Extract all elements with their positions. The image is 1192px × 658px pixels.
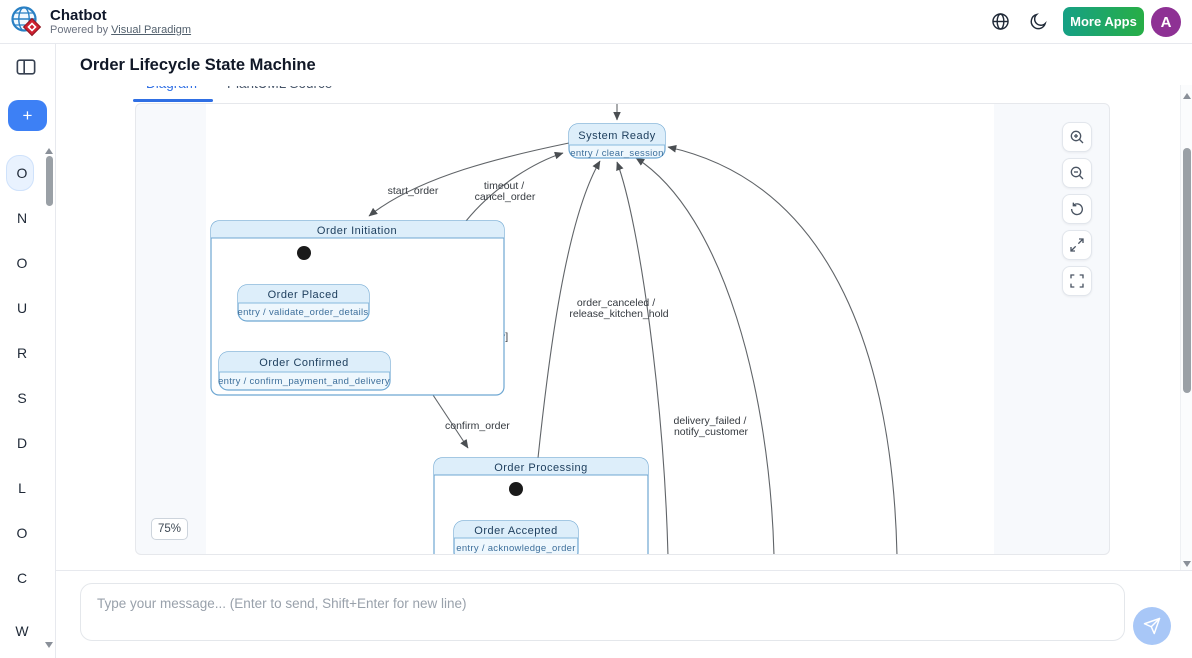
chat-list-item[interactable]: O xyxy=(0,161,44,185)
sidebar: + O N O U R S D L O C W xyxy=(0,44,56,658)
message-input[interactable] xyxy=(80,583,1125,641)
edge-start-order xyxy=(369,143,569,216)
reset-view-icon xyxy=(1069,201,1085,217)
state-order-confirmed-title: Order Confirmed xyxy=(259,357,348,369)
expand-icon xyxy=(1069,237,1085,253)
active-tab-underline xyxy=(133,99,213,102)
chat-list-item[interactable]: S xyxy=(0,386,44,410)
visual-paradigm-logo xyxy=(10,5,43,38)
zoom-level-badge: 75% xyxy=(151,518,188,540)
zoom-out-icon xyxy=(1069,165,1085,181)
message-composer xyxy=(56,570,1192,658)
chat-list-item[interactable]: D xyxy=(0,431,44,455)
tab-diagram[interactable]: Diagram xyxy=(146,86,206,98)
language-globe-icon[interactable] xyxy=(991,12,1010,31)
new-chat-button[interactable]: + xyxy=(8,100,47,131)
reset-view-button[interactable] xyxy=(1062,194,1092,224)
label-confirm-order: confirm_order xyxy=(445,420,510,432)
initial-state-dot xyxy=(297,246,311,260)
scroll-up-arrow[interactable] xyxy=(1183,93,1191,99)
more-apps-button[interactable]: More Apps xyxy=(1063,7,1144,36)
chat-list-item[interactable]: O xyxy=(0,521,44,545)
app-header: Chatbot Powered by Visual Paradigm More … xyxy=(0,0,1192,44)
state-order-accepted-title: Order Accepted xyxy=(474,525,557,537)
state-order-accepted-entry: entry / acknowledge_order xyxy=(456,543,575,554)
label-order-canceled-line2: release_kitchen_hold xyxy=(569,308,668,320)
state-order-initiation-title: Order Initiation xyxy=(317,225,397,237)
state-order-confirmed[interactable]: Order Confirmed entry / confirm_payment_… xyxy=(218,352,390,390)
state-order-accepted[interactable]: Order Accepted entry / acknowledge_order xyxy=(454,521,578,555)
expand-button[interactable] xyxy=(1062,230,1092,260)
label-delivery-failed-line2: notify_customer xyxy=(674,426,749,438)
chat-list-item[interactable]: L xyxy=(0,476,44,500)
state-order-confirmed-entry: entry / confirm_payment_and_delivery xyxy=(218,376,390,387)
powered-by-prefix: Powered by xyxy=(50,24,111,36)
zoom-in-button[interactable] xyxy=(1062,122,1092,152)
sidebar-toggle-icon[interactable] xyxy=(16,58,36,76)
visual-paradigm-link[interactable]: Visual Paradigm xyxy=(111,24,191,36)
sidebar-scroll-down-arrow[interactable] xyxy=(45,642,53,648)
send-button[interactable] xyxy=(1133,607,1171,645)
scroll-down-arrow[interactable] xyxy=(1183,561,1191,567)
label-timeout-line2: cancel_order xyxy=(475,191,536,203)
state-system-ready[interactable]: System Ready entry / clear_session xyxy=(569,124,665,159)
initial-state-dot xyxy=(509,482,523,496)
chat-list-item[interactable]: U xyxy=(0,296,44,320)
zoom-out-button[interactable] xyxy=(1062,158,1092,188)
main-scrollbar-thumb[interactable] xyxy=(1183,148,1191,393)
state-machine-diagram[interactable]: start_order timeout / cancel_order submi… xyxy=(136,104,1110,555)
tab-plantuml-source[interactable]: PlantUML Source xyxy=(227,86,337,98)
diagram-panel: start_order timeout / cancel_order submi… xyxy=(135,103,1110,555)
tab-plantuml-source-label: PlantUML Source xyxy=(227,86,337,93)
state-order-processing-title: Order Processing xyxy=(494,462,588,474)
user-avatar[interactable]: A xyxy=(1151,7,1181,37)
edge-return-2 xyxy=(668,147,897,555)
send-icon xyxy=(1143,617,1161,635)
chat-list-item[interactable]: R xyxy=(0,341,44,365)
tab-diagram-label: Diagram xyxy=(146,86,206,93)
chat-list-item[interactable]: W xyxy=(0,619,44,643)
dark-mode-moon-icon[interactable] xyxy=(1029,12,1048,31)
chat-list-item[interactable]: N xyxy=(0,206,44,230)
page-title: Order Lifecycle State Machine xyxy=(80,56,316,75)
edge-delivery-failed xyxy=(636,158,774,555)
fullscreen-icon xyxy=(1069,273,1085,289)
diagram-zoom-controls xyxy=(1062,122,1092,296)
chat-list-item[interactable]: O xyxy=(0,251,44,275)
app-title: Chatbot xyxy=(50,7,191,24)
state-order-placed-entry: entry / validate_order_details xyxy=(238,307,369,318)
state-order-placed[interactable]: Order Placed entry / validate_order_deta… xyxy=(238,285,370,321)
chat-list-item[interactable]: C xyxy=(0,566,44,590)
state-system-ready-entry: entry / clear_session xyxy=(570,148,663,159)
sidebar-scroll-up-arrow[interactable] xyxy=(45,148,53,154)
state-system-ready-title: System Ready xyxy=(578,130,656,142)
state-order-placed-title: Order Placed xyxy=(268,289,339,301)
fullscreen-button[interactable] xyxy=(1062,266,1092,296)
label-start-order: start_order xyxy=(388,185,439,197)
main-scrollbar[interactable] xyxy=(1180,85,1192,577)
sidebar-scrollbar-thumb[interactable] xyxy=(46,156,53,206)
zoom-in-icon xyxy=(1069,129,1085,145)
powered-by: Powered by Visual Paradigm xyxy=(50,24,191,37)
